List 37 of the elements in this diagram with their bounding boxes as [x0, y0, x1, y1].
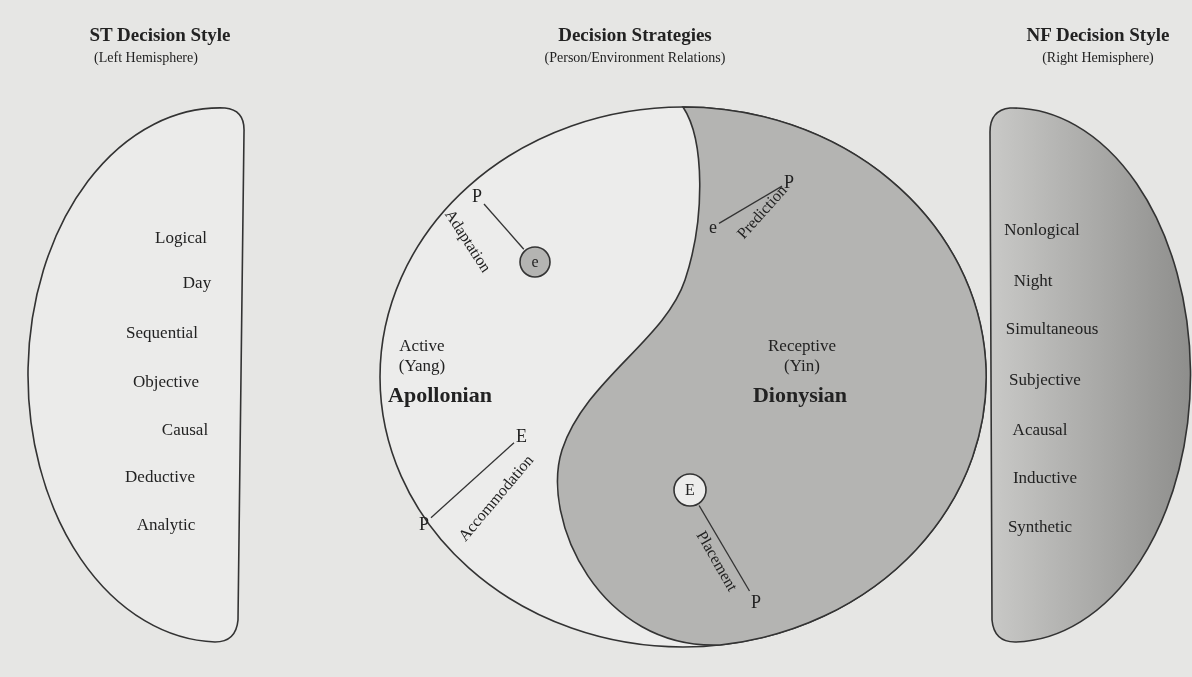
small-circle — [518, 245, 552, 279]
region-label: Active (Yang) — [397, 335, 447, 377]
region-title: Dionysian — [752, 381, 848, 409]
trait-word: Causal — [161, 419, 209, 441]
trait-word: Objective — [132, 371, 200, 393]
subheading: (Person/Environment Relations) — [544, 49, 726, 67]
heading: ST Decision Style — [89, 23, 231, 47]
letter-label: P — [751, 593, 761, 611]
subheading: (Left Hemisphere) — [94, 49, 198, 67]
region-label: Receptive (Yin) — [767, 335, 837, 377]
trait-word: Analytic — [136, 514, 196, 536]
circle-letter: E — [685, 480, 695, 500]
trait-word: Simultaneous — [1005, 318, 1099, 340]
trait-word: Sequential — [126, 322, 198, 344]
trait-word: Night — [1013, 270, 1053, 292]
connector-line — [483, 203, 525, 250]
trait-word: Subjective — [1009, 369, 1081, 391]
trait-word: Inductive — [1012, 467, 1078, 489]
region-title: Apollonian — [388, 381, 492, 409]
trait-word: Logical — [155, 227, 207, 249]
connector-line — [718, 185, 783, 225]
letter-label: e — [709, 218, 717, 236]
letter-label: E — [516, 427, 527, 445]
trait-word: Day — [182, 272, 212, 294]
heading: Decision Strategies — [558, 23, 712, 47]
letter-label: P — [472, 187, 482, 205]
trait-word: Acausal — [1012, 419, 1068, 441]
small-circle — [672, 472, 708, 508]
circle-letter: e — [531, 252, 539, 272]
trait-word: Synthetic — [1007, 516, 1073, 538]
trait-word: Deductive — [125, 466, 195, 488]
trait-word: Nonlogical — [1004, 219, 1080, 241]
connector-line — [698, 504, 751, 592]
connector-line — [430, 442, 515, 519]
letter-label: P — [419, 515, 429, 533]
heading: NF Decision Style — [1026, 23, 1170, 47]
subheading: (Right Hemisphere) — [1042, 49, 1154, 67]
